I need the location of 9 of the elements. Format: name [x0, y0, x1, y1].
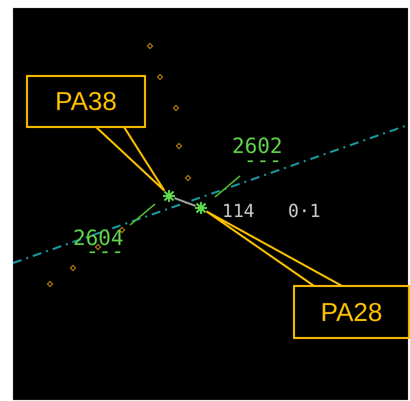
track-line [174, 197, 196, 207]
readout-text: 0·1 [288, 203, 321, 221]
leader-line [95, 126, 166, 192]
callout-box: PA38 [26, 75, 146, 128]
callout-box: PA28 [293, 285, 410, 339]
target-blip [195, 202, 207, 214]
leader-line [205, 210, 344, 287]
readout-text: 114 [222, 203, 255, 221]
target-blip [163, 190, 175, 202]
